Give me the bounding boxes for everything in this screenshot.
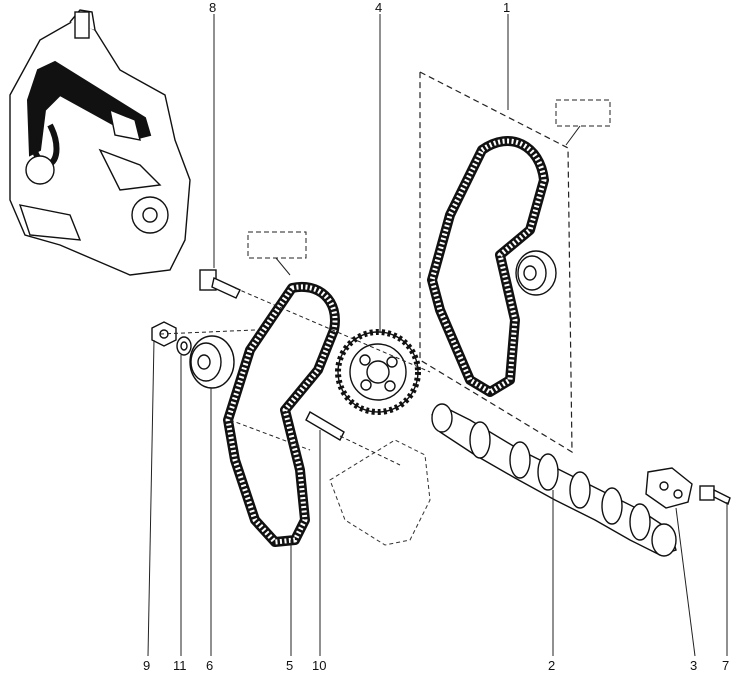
callout-6: 6 xyxy=(206,658,213,673)
callout-8: 8 xyxy=(209,0,216,15)
assembly-axis-lines xyxy=(159,287,431,466)
kit-timing-belt xyxy=(427,136,549,397)
engine-overview-illustration xyxy=(9,9,191,276)
kit-outline xyxy=(419,71,573,454)
callout-9: 9 xyxy=(143,658,150,673)
callout-4: 4 xyxy=(375,0,382,15)
camshaft xyxy=(431,403,677,557)
tensioner-stud xyxy=(199,269,241,299)
bracket-screw xyxy=(699,485,731,505)
callout-3: 3 xyxy=(690,658,697,673)
camshaft-sprocket xyxy=(335,329,421,415)
kit-tensioner-roller xyxy=(515,250,557,296)
callout-1: 1 xyxy=(503,0,510,15)
threaded-stud xyxy=(305,411,345,441)
callout-7: 7 xyxy=(722,658,729,673)
callout-2: 2 xyxy=(548,658,555,673)
callout-5: 5 xyxy=(286,658,293,673)
timing-belt xyxy=(223,281,340,547)
reference-labels xyxy=(247,99,611,276)
camshaft-bracket xyxy=(645,467,693,509)
callout-11: 11 xyxy=(173,658,187,673)
tensioner-roller xyxy=(189,335,235,389)
mounting-plate-sketch xyxy=(329,439,431,546)
callout-leaders xyxy=(147,14,728,657)
callout-10: 10 xyxy=(312,658,326,673)
washer xyxy=(176,336,192,356)
